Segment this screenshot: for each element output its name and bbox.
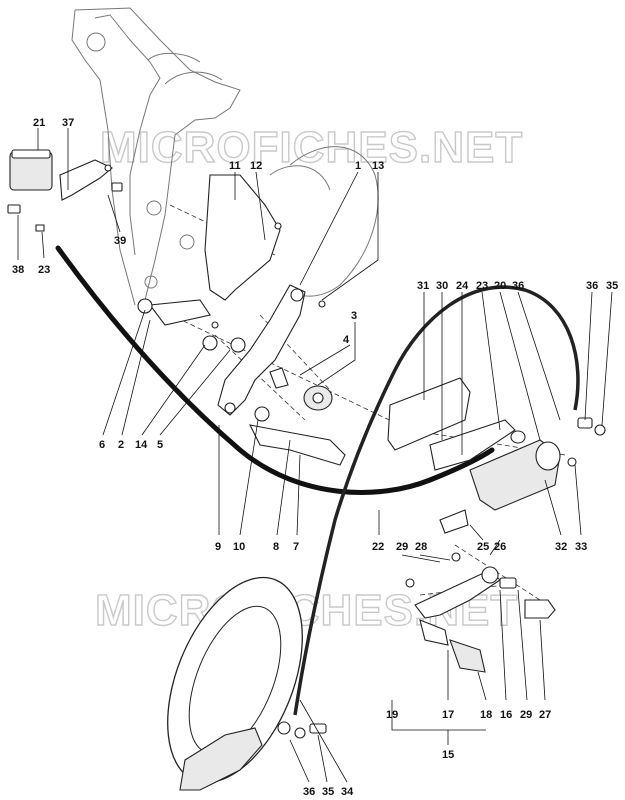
callout-10: 10 [233, 541, 245, 553]
callout-18: 18 [480, 709, 492, 721]
frame-outline [71, 7, 379, 306]
callout-19: 19 [386, 709, 398, 721]
callout-17: 17 [442, 709, 454, 721]
leader-lines [17, 128, 613, 783]
callout-14: 14 [135, 439, 148, 451]
callout-7: 7 [293, 541, 299, 553]
callout-36a: 36 [512, 280, 524, 292]
pedal-linkage [137, 174, 346, 466]
callout-23b: 23 [476, 280, 488, 292]
callout-26: 26 [494, 541, 506, 553]
callout-36b: 36 [586, 280, 598, 292]
callout-32: 32 [555, 541, 567, 553]
callout-3: 3 [351, 310, 357, 322]
callout-29b: 29 [520, 709, 532, 721]
callout-34: 34 [341, 786, 354, 798]
brake-line [293, 285, 580, 716]
callout-27: 27 [539, 709, 551, 721]
callout-8: 8 [273, 541, 279, 553]
watermark-top: MICROFICHES.NET [100, 123, 523, 172]
callout-1: 1 [355, 160, 361, 172]
callout-36c: 36 [303, 786, 315, 798]
callout-20: 20 [494, 280, 506, 292]
callout-11: 11 [229, 160, 241, 172]
callout-9: 9 [215, 541, 221, 553]
brake-fluid-reservoir [7, 149, 123, 232]
callout-39: 39 [114, 235, 126, 247]
callout-33: 33 [575, 541, 587, 553]
callout-21: 21 [33, 117, 45, 129]
callout-24: 24 [456, 280, 469, 292]
callout-30: 30 [436, 280, 448, 292]
callout-38: 38 [12, 264, 24, 276]
callout-16: 16 [500, 709, 512, 721]
brake-disc [167, 576, 327, 791]
lever-assembly [405, 552, 556, 673]
callout-12: 12 [250, 160, 262, 172]
master-cylinder [387, 377, 606, 534]
callout-29a: 29 [396, 541, 408, 553]
callout-15: 15 [442, 749, 454, 761]
callout-13: 13 [372, 160, 384, 172]
callout-28: 28 [415, 541, 427, 553]
callout-6: 6 [99, 439, 105, 451]
callout-23: 23 [38, 264, 50, 276]
callouts: 21 37 39 38 23 11 12 1 13 3 4 6 2 14 5 9… [12, 117, 618, 798]
callout-35b: 35 [322, 786, 334, 798]
callout-22: 22 [372, 541, 384, 553]
callout-31: 31 [417, 280, 429, 292]
callout-35a: 35 [606, 280, 618, 292]
callout-37: 37 [62, 117, 74, 129]
callout-4: 4 [343, 334, 350, 346]
callout-5: 5 [157, 439, 163, 451]
callout-2: 2 [118, 439, 124, 451]
callout-25: 25 [477, 541, 489, 553]
